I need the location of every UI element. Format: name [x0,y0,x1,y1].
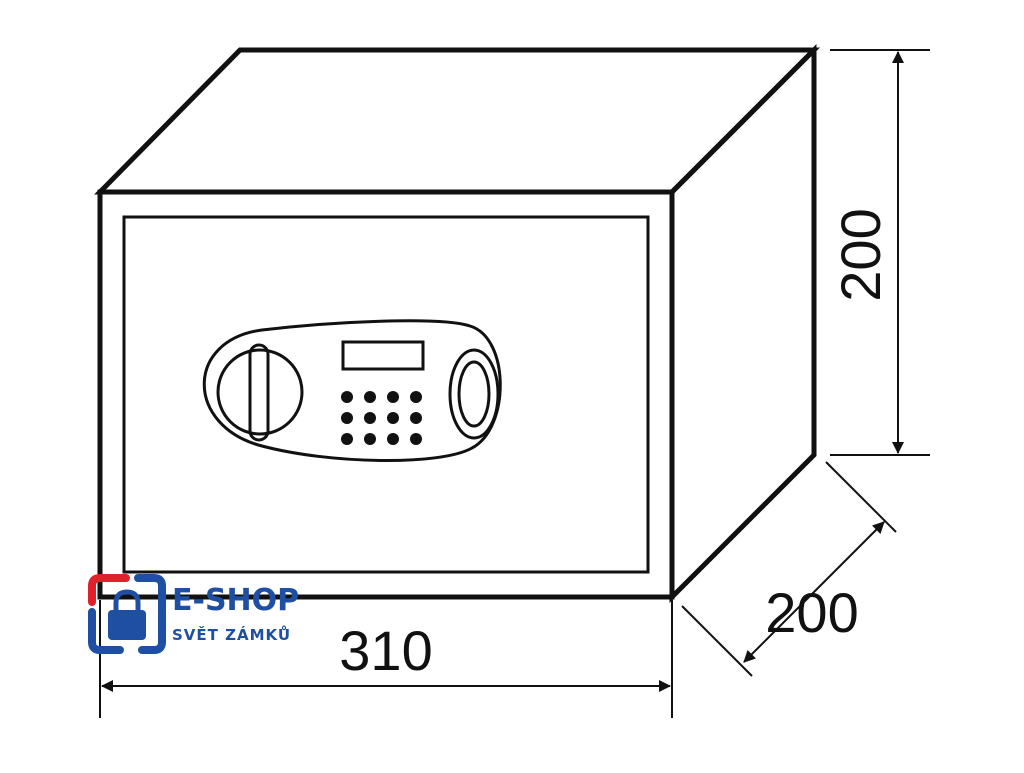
knob-outer-ring [216,348,304,436]
keypad-button [341,412,353,424]
keypad-button [410,412,422,424]
depth-extension-bottom [681,605,753,677]
keypad-button [364,433,376,445]
depth-label: 200 [765,581,858,644]
width-label: 310 [339,619,432,682]
safe-box [94,43,821,604]
lock-panel-outline [202,319,502,463]
logo-frame-blue-left [88,608,124,654]
lcd-display [341,340,425,371]
knob-handle [248,343,270,442]
keypad-button [364,412,376,424]
lock-panel [202,319,502,463]
keypad-button [387,412,399,424]
keypad-button [387,391,399,403]
height-label: 200 [829,208,892,301]
safe-side-face [669,43,817,604]
logo-frame-red [88,574,130,606]
padlock-body [108,610,146,640]
depth-extension-top [825,461,897,533]
keypad [341,391,422,445]
logo-frame-blue-right [134,574,166,654]
safe-top-face [94,47,821,195]
keypad-button [387,433,399,445]
logo-title: E-SHOP [172,583,299,618]
logo-subtitle: SVĚT ZÁMKŮ [172,624,291,644]
lock-oval-inner [457,360,491,428]
lock-oval-outer [448,348,500,440]
keypad-button [341,433,353,445]
eshop-logo: E-SHOP SVĚT ZÁMKŮ [88,574,299,654]
padlock-shackle [113,589,141,612]
padlock-icon [108,589,146,640]
depth-dimension [681,461,897,677]
keypad-button [410,433,422,445]
width-dimension [99,600,673,718]
lock-oval [448,348,500,440]
keypad-button [410,391,422,403]
keypad-button [364,391,376,403]
safe-front-face [97,189,675,600]
keypad-button [341,391,353,403]
safe-door [122,215,650,574]
dial-knob [216,343,304,442]
depth-dimension-line [743,521,885,663]
height-dimension [830,49,930,456]
